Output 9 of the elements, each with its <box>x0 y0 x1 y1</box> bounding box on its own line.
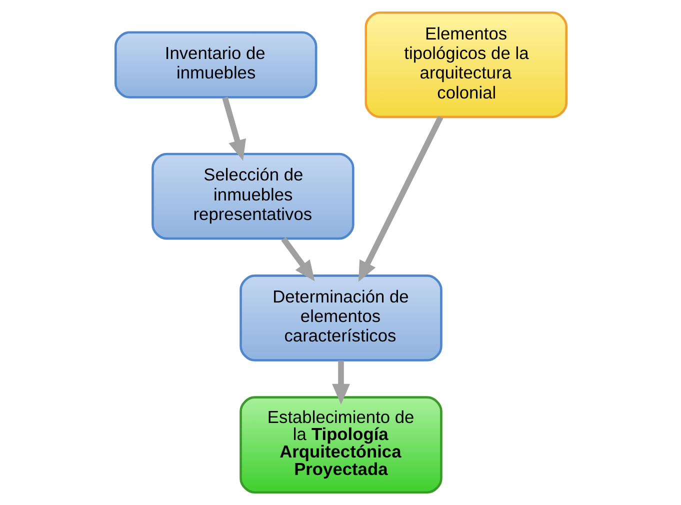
node-box: Establecimiento de la Tipología Arquitectónica Proyectada <box>239 396 442 494</box>
node-box: Inventario de inmuebles <box>114 31 317 98</box>
arrow <box>280 237 314 282</box>
arrow <box>358 116 443 282</box>
arrow <box>332 360 350 404</box>
node-box: Elementos tipológicos de la arquitectura colonial <box>364 12 568 118</box>
arrow <box>222 96 246 161</box>
node-box: Determinación de elementos característicos <box>239 274 442 362</box>
node-box: Selección de inmuebles representativos <box>151 152 354 240</box>
